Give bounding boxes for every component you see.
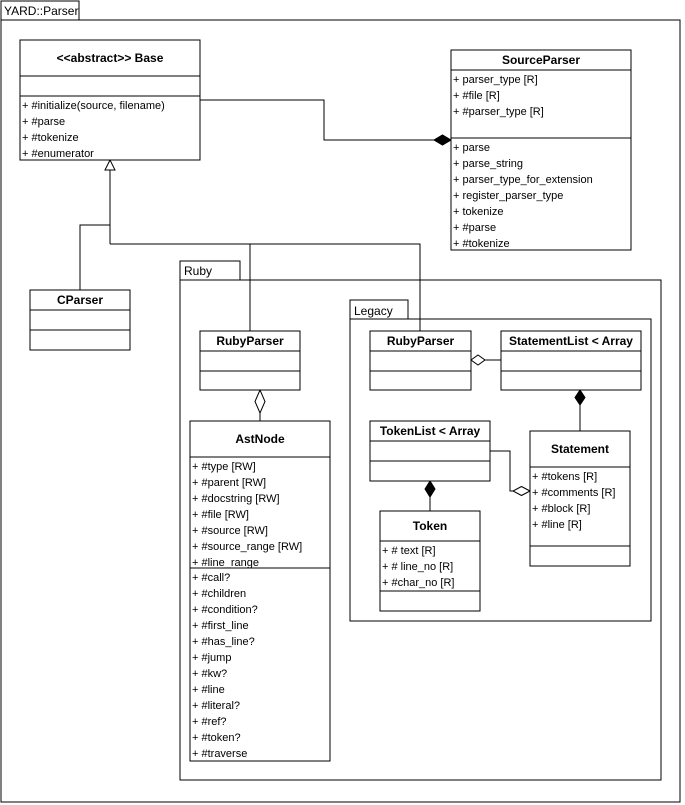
class-method: + #line [192,684,225,696]
class-name: AstNode [235,432,285,446]
class-attribute: + #docstring [RW] [192,493,280,505]
class-method: + tokenize [453,206,503,218]
class-name: Statement [551,442,609,456]
aggregation-tokenlist-statement [490,450,513,492]
package-legacy: Legacy [349,299,652,622]
class-method: + #jump [192,652,231,664]
class-method: + #tokenize [22,132,79,144]
class-method: + #initialize(source, filename) [22,100,165,112]
class-attribute: + #type [RW] [192,461,256,473]
class-attribute: + #source [RW] [192,525,268,537]
class-box [199,330,301,391]
class-attribute: + #source_range [RW] [192,541,302,553]
class-method: + parser_type_for_extension [453,174,593,186]
class-ruby-parser: RubyParser [199,330,301,391]
class-box [529,430,631,567]
connector-markers [104,134,586,498]
class-attribute: + #parent [RW] [192,477,266,489]
class-method: + #first_line [192,620,249,632]
class-legacy-ruby-parser: RubyParser [369,330,472,391]
class-token-list: TokenList < Array [369,420,491,482]
class-box [369,420,491,482]
class-name: RubyParser [387,334,455,348]
class-method: + #call? [192,572,230,584]
class-method: + #parse [453,222,496,234]
composition-sourceparser-base [200,99,434,141]
class-attribute: + #tokens [R] [532,471,597,483]
class-name: StatementList < Array [509,334,633,348]
class-box [500,330,642,391]
classes: <<abstract>> Base + #initialize(source, f… [19,39,642,762]
class-base: <<abstract>> Base + #initialize(source, f… [19,39,201,161]
class-token: Token + # text [R] + # line_no [R] + #char_… [379,510,481,612]
class-attribute: + parser_type [R] [453,74,538,86]
class-box [19,39,201,161]
package-legacy-label: Legacy [354,304,393,318]
class-method: + #has_line? [192,636,255,648]
class-attribute: + #char_no [R] [382,577,454,589]
class-name: CParser [57,293,103,307]
aggregation-diamond-legacy-rubyparser [470,354,486,366]
class-method: + #enumerator [22,148,94,160]
connectors [79,99,581,511]
class-name: TokenList < Array [380,424,481,438]
class-attribute: + #file [RW] [192,509,249,521]
class-method: + #condition? [192,604,258,616]
class-name: SourceParser [502,53,580,67]
class-attribute: + # text [R] [382,545,436,557]
class-name: <<abstract>> Base [57,51,164,65]
generalization-triangle-base [104,158,116,171]
class-method: + #parse [22,116,65,128]
class-method: + parse_string [453,158,523,170]
package-ruby-label: Ruby [184,264,212,278]
class-method: + #children [192,588,246,600]
class-attribute: + #line [R] [532,519,582,531]
class-box [189,420,331,762]
class-box [450,49,632,251]
composition-diamond-tokenlist [424,480,436,498]
class-statement-list: StatementList < Array [500,330,642,391]
composition-diamond-sourceparser [433,134,452,146]
class-box [29,289,131,351]
package-yard-parser-label: YARD::Parser [4,4,78,18]
class-name: RubyParser [216,334,284,348]
class-box [369,330,472,391]
class-box [379,510,481,612]
class-method: + register_parser_type [453,190,563,202]
class-method: + #traverse [192,748,247,760]
generalization-cparser [79,224,110,290]
class-cparser: CParser [29,289,131,351]
aggregation-diamond-statement [511,485,532,497]
class-method: + #ref? [192,716,227,728]
class-name: Token [413,519,447,533]
class-method: + parse [453,142,490,154]
class-attribute: + #file [R] [453,90,500,102]
generalization-legacy-rubyparser [250,243,421,331]
class-method: + #token? [192,732,241,744]
class-attribute: + #parser_type [R] [453,106,544,118]
class-source-parser: SourceParser + parser_type [R] + #file [R]… [450,49,632,251]
class-ast-node: AstNode + #type [RW] + #parent [RW] + #docs… [189,420,331,762]
class-method: + #kw? [192,668,227,680]
class-attribute: + #comments [R] [532,487,615,499]
class-attribute: + #line_range [192,557,259,569]
composition-diamond-statementlist [574,389,586,406]
class-attribute: + # line_no [R] [382,561,453,573]
class-method: + #tokenize [453,238,510,250]
class-attribute: + #block [R] [532,503,590,515]
class-statement: Statement + #tokens [R] + #comments [R] + #… [529,430,631,567]
aggregation-diamond-rubyparser [254,388,266,415]
class-method: + #literal? [192,700,240,712]
